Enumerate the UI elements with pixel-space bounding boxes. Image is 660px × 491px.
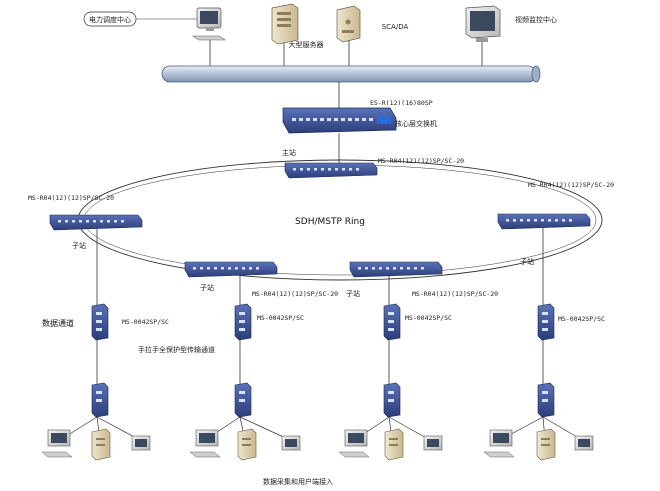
main-station-label: 主站 [282,148,296,157]
terminal-server-icon [91,428,111,461]
left-ring-switch-model: MS-R04(12)(12)SP/SC-20 [28,194,114,202]
terminal-pc-icon [41,429,73,458]
access-switch-icon-4 [537,303,555,341]
terminal-server-icon [536,428,556,461]
right-ring-switch-icon [497,213,591,230]
substation-label-3: 子站 [346,289,360,298]
access-model-3: MS-0042SP/SC [405,314,452,322]
dispatch-center-label: 电力调度中心 [89,15,131,24]
drop-lines [96,228,544,385]
video-monitor-icon [465,5,501,42]
access-model-2: MS-0042SP/SC [257,314,304,322]
terminal-monitor-icon [574,435,594,451]
access-model-4: MS-0042SP/SC [558,315,605,323]
substation-label-4: 子站 [520,257,534,266]
inner-right-switch-icon [349,261,443,278]
scada-server-icon [336,5,361,43]
dispatch-pc-icon [192,7,226,41]
inner-left-switch-icon [184,261,278,278]
substation-label-2: 子站 [200,283,214,292]
backbone-bus [161,65,541,83]
data-channel-label: 数据通道 [42,318,74,328]
scada-label: SCA/DA [382,23,409,31]
edge-switch-icon-3 [383,382,401,418]
access-switch-icon-2 [234,303,252,341]
terminal-server-icon [384,428,404,461]
terminal-monitor-icon [423,435,443,451]
inner-right-switch-model: MS-R04(12)(12)SP/SC-20 [412,290,498,298]
ring-name: SDH/MSTP Ring [295,217,365,227]
video-monitor-label: 视频监控中心 [515,15,557,24]
terminal-pc-icon [338,429,370,458]
terminal-pc-icon [189,429,221,458]
edge-switch-icon-2 [234,382,252,418]
access-model-1: MS-0042SP/SC [122,318,169,326]
big-server-icon [271,3,299,45]
left-ring-switch-icon [49,214,143,231]
protected-channel-label: 手拉手全保护型传输通道 [138,345,215,354]
edge-switch-icon-1 [91,382,109,418]
right-ring-switch-model: MS-R04(12)(12)SP/SC-20 [528,181,614,189]
main-ring-switch-model: MS-R04(12)(12)SP/SC-20 [378,157,464,165]
core-switch-model: ES-R(12)(16)80SP [370,99,433,107]
terminal-pc-icon [483,429,515,458]
main-ring-switch-icon [284,162,378,179]
terminal-monitor-icon [131,435,151,451]
access-switch-icon-1 [91,303,109,341]
top-links [209,38,483,164]
substation-label-1: 子站 [72,241,86,250]
inner-left-switch-model: MS-R04(12)(12)SP/SC-20 [252,290,338,298]
core-switch-icon [282,107,397,134]
user-access-label: 数据采集和用户端接入 [263,477,333,486]
core-switch-label: 核心层交换机 [395,119,437,128]
edge-switch-icon-4 [537,382,555,418]
access-switch-icon-3 [383,303,401,341]
terminal-server-icon [237,428,257,461]
big-server-label: 大型服务器 [289,40,324,49]
terminal-monitor-icon [281,435,301,451]
